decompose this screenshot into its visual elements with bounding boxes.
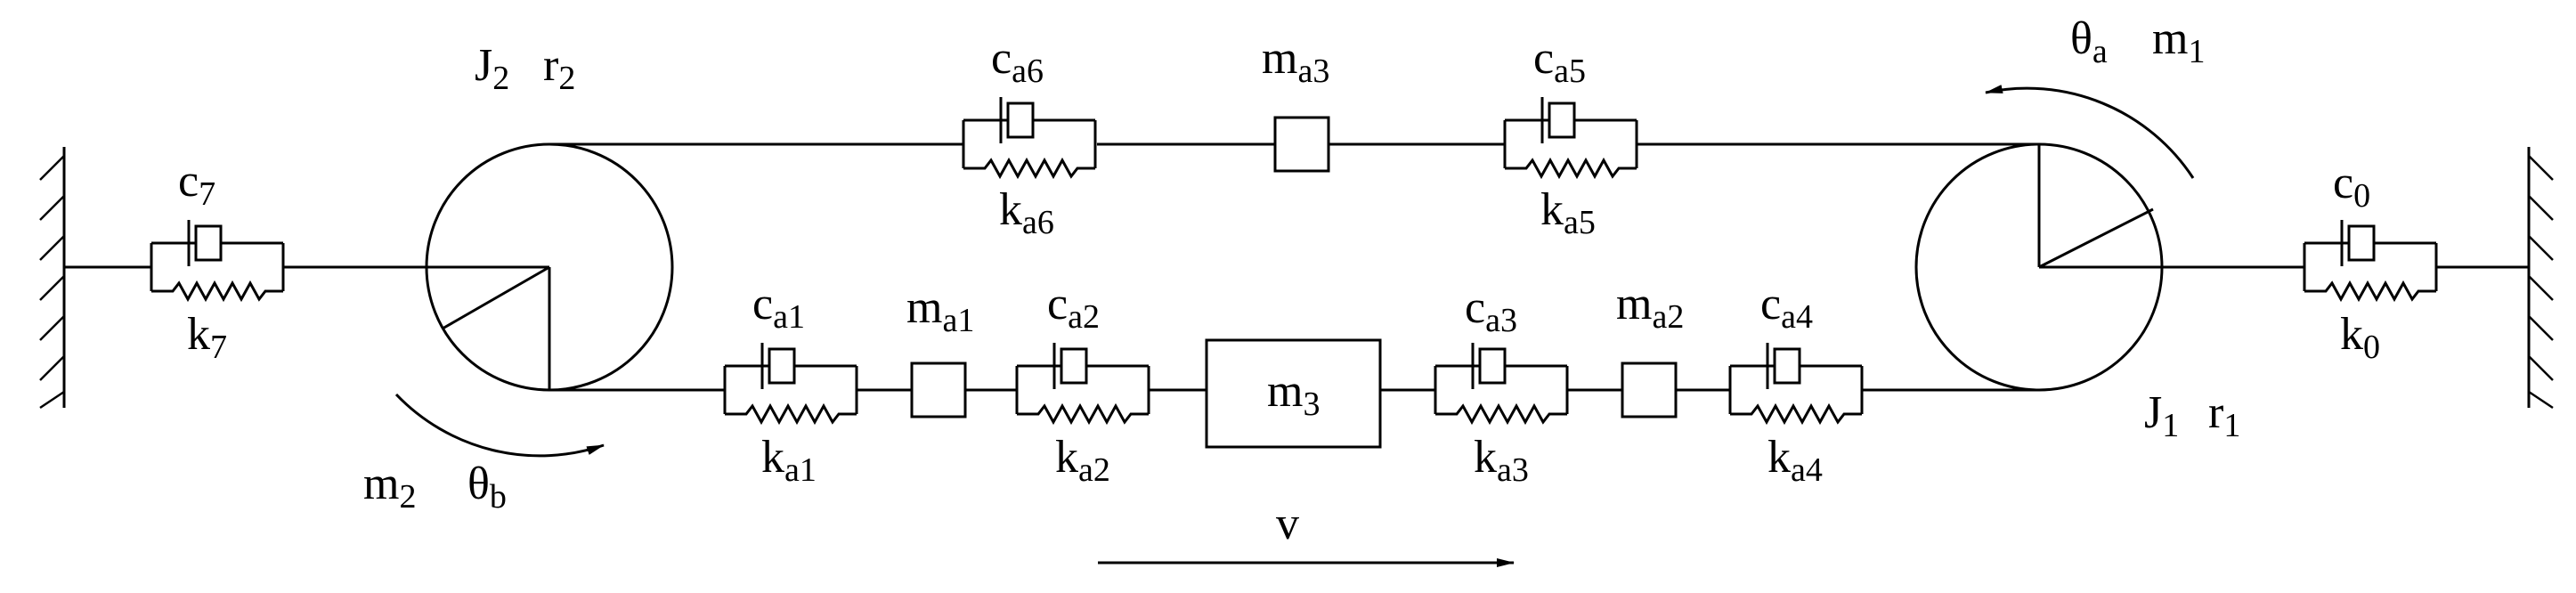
label-ka3: ka3: [1474, 432, 1529, 489]
label-c0: c0: [2333, 158, 2370, 215]
belt-and-connections: [64, 142, 2529, 392]
spring-damper-ca2-ka2: [1015, 343, 1150, 426]
label-m3: m3: [1267, 366, 1320, 423]
label-ca5: ca5: [1533, 33, 1586, 90]
mass-m3: [1205, 338, 1382, 449]
spring-damper-ca6-ka6: [962, 97, 1097, 180]
label-r2: r2: [543, 40, 575, 97]
spring-damper-ca3-ka3: [1434, 343, 1569, 426]
mass-ma2: [1621, 361, 1678, 418]
label-c7: c7: [178, 156, 215, 213]
left-wall-ground: [39, 147, 66, 410]
spring-damper-c0-k0: [2303, 220, 2438, 303]
label-v: v: [1276, 499, 1299, 549]
label-ma1: ma1: [906, 282, 974, 339]
rotation-arrow-theta-a: [1985, 85, 2195, 179]
label-theta-a: θa: [2070, 13, 2108, 70]
label-m2: m2: [363, 459, 416, 516]
label-theta-b: θb: [467, 459, 507, 516]
label-j1: J1: [2144, 387, 2179, 444]
label-r1: r1: [2208, 387, 2240, 444]
label-ka2: ka2: [1055, 432, 1110, 489]
label-k0: k0: [2340, 309, 2380, 366]
spring-damper-c7-k7: [150, 220, 285, 303]
label-ca2: ca2: [1047, 279, 1100, 336]
label-ka4: ka4: [1767, 432, 1823, 489]
label-m1: m1: [2152, 13, 2205, 70]
label-ma3: ma3: [1262, 33, 1329, 90]
label-ca4: ca4: [1760, 279, 1813, 336]
spring-damper-ca4-ka4: [1728, 343, 1864, 426]
mass-ma3: [1273, 116, 1330, 173]
label-k7: k7: [187, 309, 227, 366]
spring-damper-ca1-ka1: [723, 343, 858, 426]
label-ka6: ka6: [999, 184, 1054, 241]
label-ma2: ma2: [1616, 279, 1684, 336]
label-ca3: ca3: [1465, 282, 1517, 339]
label-ca6: ca6: [991, 33, 1044, 90]
label-ka1: ka1: [761, 432, 817, 489]
label-ka5: ka5: [1540, 184, 1596, 241]
rotation-arrow-theta-b: [394, 393, 605, 458]
right-wall-ground: [2527, 147, 2554, 410]
spring-damper-ca5-ka5: [1503, 97, 1638, 180]
label-ca1: ca1: [752, 279, 805, 336]
label-j2: J2: [475, 40, 509, 97]
mass-ma1: [910, 361, 967, 418]
